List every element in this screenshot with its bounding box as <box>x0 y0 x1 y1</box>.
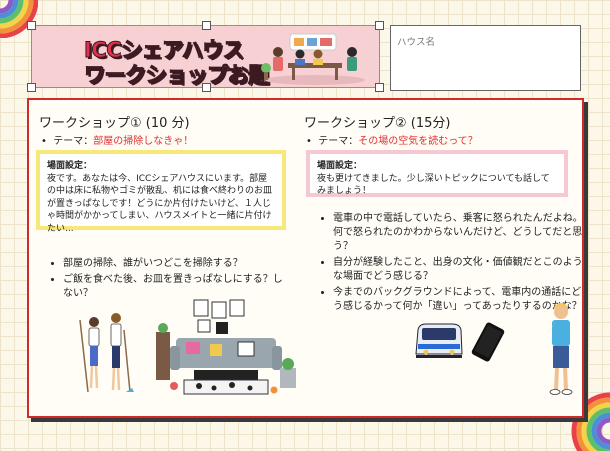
workshop2-scene-heading: 場面設定： <box>317 161 363 171</box>
workshop1-scene-heading: 場面設定： <box>47 161 93 171</box>
resize-handle[interactable] <box>375 21 384 30</box>
workshop1-scene-text: 夜です。あなたは今、ICCシェアハウスにいます。部屋の中は床に私物やゴミが散乱、… <box>47 173 273 234</box>
house-name-field[interactable]: ハウス名 <box>390 25 581 91</box>
workshop2-theme: • テーマ：その場の空気を読むって？ <box>306 132 478 147</box>
cleaning-people-illustration-icon <box>79 313 134 393</box>
workshop1-title: ワークショップ① (10 分) <box>39 116 190 131</box>
resize-handle[interactable] <box>27 83 36 92</box>
resize-handle[interactable] <box>202 21 211 30</box>
workshop1-theme-label: テーマ： <box>53 136 94 147</box>
workshop2-title: ワークショップ② (15分) <box>304 116 451 131</box>
meeting-illustration-icon <box>261 33 365 85</box>
list-item: 電車の中で電話していたら、乗客に怒られたんだよね。何で怒られたのかわからないんだ… <box>333 212 583 254</box>
house-name-label: ハウス名 <box>397 37 436 48</box>
messy-room-illustration-icon <box>156 299 296 395</box>
workshop1-scene-box: 場面設定： 夜です。あなたは今、ICCシェアハウスにいます。部屋の中は床に私物や… <box>36 150 286 234</box>
workshop1-questions: 部屋の掃除、誰がいつどこを掃除する？ ご飯を食べた後、お皿を置きっぱなしにする？… <box>49 257 288 303</box>
workshop1-theme: • テーマ：部屋の掃除しなきゃ！ <box>41 132 193 147</box>
bullet: • <box>306 136 319 147</box>
list-item: 自分が経験したこと、出身の文化・価値観だとこのような場面でどう感じる？ <box>333 256 583 284</box>
list-item: 今までのバックグラウンドによって、電車内の通話にどう感じるかって何か「違い」って… <box>333 286 583 314</box>
list-item: 部屋の掃除、誰がいつどこを掃除する？ <box>63 257 288 271</box>
workshop2-scene-box: 場面設定： 夜も更けてきました。少し深いトピックについても話してみましょう！ <box>306 150 568 197</box>
resize-handle[interactable] <box>375 83 384 92</box>
page-title: ICCシェアハウス <box>83 38 244 63</box>
resize-handle[interactable] <box>27 21 36 30</box>
workshop2-scene-text: 夜も更けてきました。少し深いトピックについても話してみましょう！ <box>317 173 550 197</box>
title-banner[interactable]: ICCシェアハウス ワークショップお題 <box>27 21 384 92</box>
train-icon <box>415 323 463 358</box>
workshop1-theme-value: 部屋の掃除しなきゃ！ <box>93 136 194 147</box>
workshop2-theme-value: その場の空気を読むって？ <box>358 136 478 147</box>
bullet: • <box>41 136 54 147</box>
workshop2-theme-label: テーマ： <box>318 136 359 147</box>
smartphone-icon <box>471 322 505 362</box>
list-item: ご飯を食べた後、お皿を置きっぱなしにする？しない？ <box>63 273 288 301</box>
resize-handle[interactable] <box>202 83 211 92</box>
page-subtitle: ワークショップお題 <box>84 63 270 88</box>
main-panel: ワークショップ① (10 分) • テーマ：部屋の掃除しなきゃ！ 場面設定： 夜… <box>27 98 584 418</box>
workshop2-questions: 電車の中で電話していたら、乗客に怒られたんだよね。何で怒られたのかわからないんだ… <box>319 212 583 316</box>
thinking-person-icon <box>547 303 573 395</box>
